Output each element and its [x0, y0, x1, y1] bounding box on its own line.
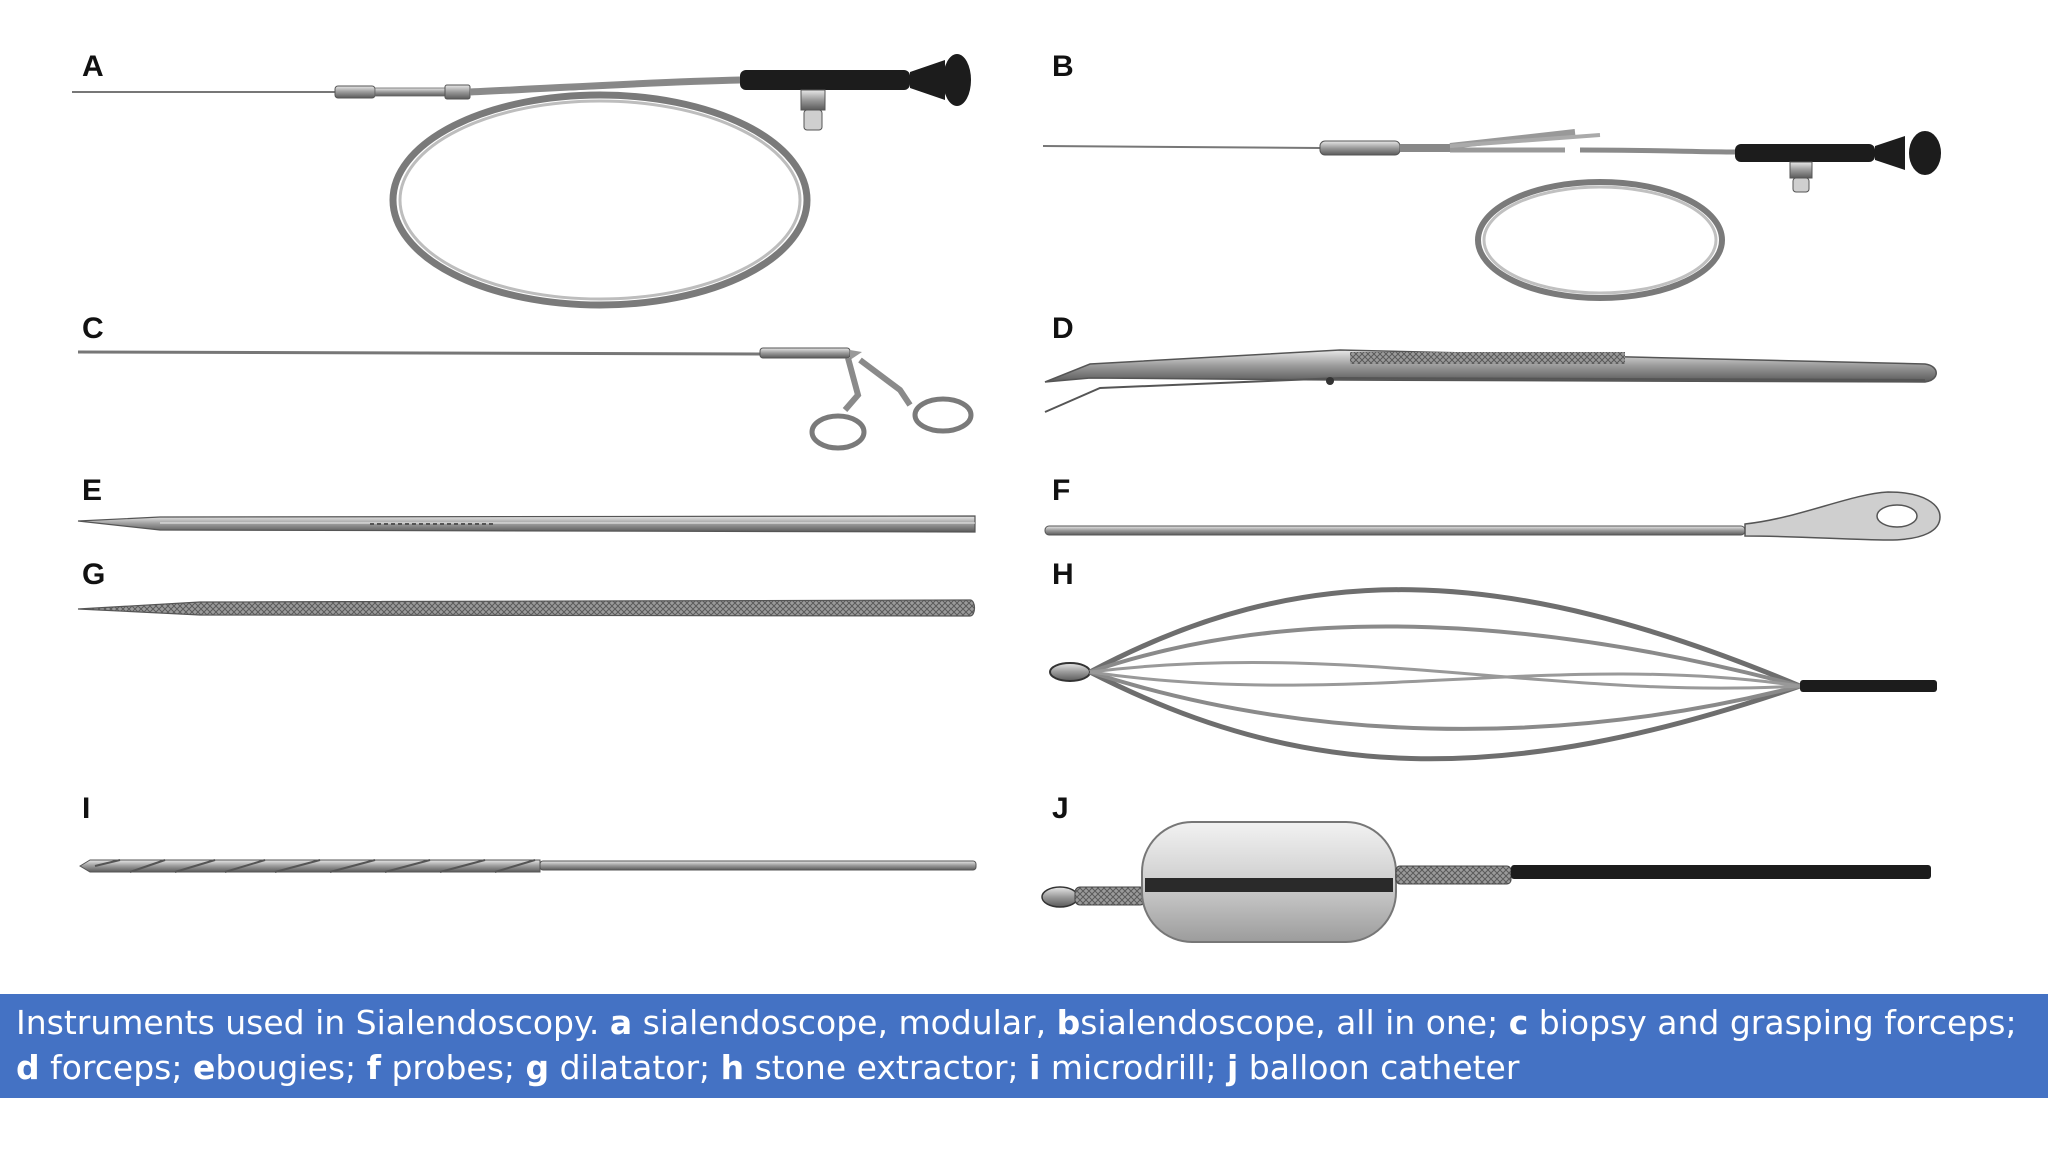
- caption-letter-b: b: [1056, 1003, 1081, 1042]
- panel-label-g: G: [82, 558, 106, 591]
- panel-label-j: J: [1052, 792, 1069, 825]
- caption-letter-h: h: [720, 1048, 745, 1087]
- caption-text-e: bougies;: [215, 1048, 367, 1087]
- caption-letter-d: d: [16, 1048, 40, 1087]
- sialendoscope-all-in-one-illustration: [1042, 129, 1941, 301]
- balloon-catheter-illustration: [1041, 821, 1931, 943]
- caption-text-i: microdrill;: [1040, 1048, 1227, 1087]
- caption-text-a: sialendoscope, modular,: [632, 1003, 1057, 1042]
- dilatator-illustration: [77, 599, 976, 617]
- caption-text-h: stone extractor;: [744, 1048, 1030, 1087]
- caption-letter-j: j: [1227, 1048, 1239, 1087]
- caption-text-j: balloon catheter: [1238, 1048, 1520, 1087]
- caption-intro: Instruments used in Sialendoscopy.: [16, 1003, 610, 1042]
- caption-text-d: forceps;: [39, 1048, 193, 1087]
- panel-label-f: F: [1052, 474, 1071, 507]
- probes-illustration: [1044, 491, 1941, 541]
- panel-label-e: E: [82, 474, 103, 507]
- panel-label-d: D: [1052, 312, 1074, 345]
- panel-label-b: B: [1052, 50, 1074, 83]
- panel-label-c: C: [82, 312, 104, 345]
- biopsy-grasping-forceps-illustration: [77, 347, 974, 451]
- sialendoscope-modular-illustration: [72, 54, 971, 309]
- caption-text-g: dilatator;: [549, 1048, 721, 1087]
- caption-text-b: sialendoscope, all in one;: [1080, 1003, 1509, 1042]
- caption-letter-g: g: [525, 1048, 550, 1087]
- panel-label-a: A: [82, 50, 104, 83]
- panel-label-i: I: [82, 792, 91, 825]
- caption-letter-c: c: [1508, 1003, 1529, 1042]
- bougies-illustration: [77, 515, 976, 533]
- caption-text-c: biopsy and grasping forceps;: [1528, 1003, 2017, 1042]
- panel-label-h: H: [1052, 558, 1074, 591]
- caption-letter-e: e: [192, 1048, 216, 1087]
- microdrill-illustration: [79, 859, 977, 873]
- forceps-illustration: [1044, 349, 1937, 413]
- stone-extractor-illustration: [1049, 587, 1937, 762]
- instrument-illustrations: [72, 54, 1941, 943]
- caption-text-f: probes;: [381, 1048, 526, 1087]
- figure-caption: Instruments used in Sialendoscopy. a sia…: [0, 994, 2048, 1098]
- caption-letter-i: i: [1029, 1048, 1041, 1087]
- caption-letter-a: a: [609, 1003, 633, 1042]
- caption-letter-f: f: [366, 1048, 381, 1087]
